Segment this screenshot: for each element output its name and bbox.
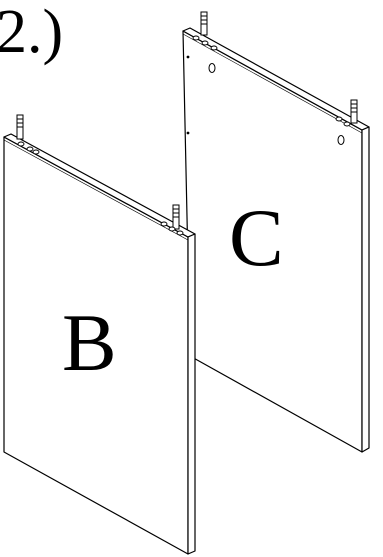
panel-b: [3, 133, 196, 555]
panel-b-side-edge: [187, 233, 196, 555]
panel-c-label: C: [229, 192, 284, 283]
panel-c-dowel-left: [200, 11, 208, 36]
panel-c-side-edge: [361, 126, 370, 453]
panel-c-top-holes: [192, 35, 351, 127]
step-label: 2.): [0, 0, 63, 66]
panel-c-face-holes: [208, 63, 345, 145]
panel-b-top-holes: [17, 141, 184, 236]
panel-b-dowel-left: [16, 114, 24, 140]
panel-c-dowel-right: [350, 99, 358, 124]
panel-c: [182, 27, 370, 453]
panel-b-dowel-right: [172, 204, 180, 230]
panel-b-label: B: [62, 297, 117, 388]
panel-c-edge-dots: [186, 55, 190, 135]
